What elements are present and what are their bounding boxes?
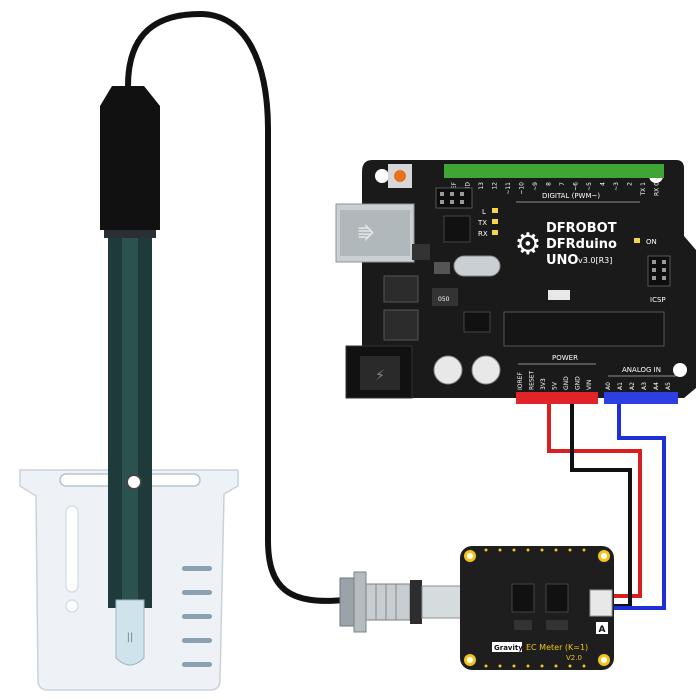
- digital-pin-label-15: RX 0: [654, 182, 661, 196]
- power-header: [516, 392, 598, 404]
- power-pin-label-6: VIN: [586, 380, 593, 390]
- analog-pin-label-0: A0: [605, 382, 612, 390]
- power-pin-label-1: RESET: [529, 370, 536, 390]
- analog-pin-label-3: A3: [641, 382, 648, 390]
- led-rx-label: RX: [478, 230, 488, 238]
- power-pin-label-4: GND: [563, 376, 570, 390]
- digital-pin-label-13: 2: [627, 182, 634, 186]
- usb-icon: ⭆: [358, 224, 374, 245]
- digital-pin-label-2: 13: [478, 182, 485, 190]
- power-pin-label-5: GND: [575, 376, 582, 390]
- digital-header: [444, 164, 664, 178]
- digital-pin-label-8: 7: [559, 182, 566, 186]
- analog-header-label: ANALOG IN: [622, 366, 661, 374]
- module-arrow: A: [599, 625, 606, 635]
- power-pin-labels: IOREF RESET 3V3 5V GND GND VIN: [517, 370, 593, 390]
- wire-blue: [612, 398, 666, 610]
- wires: [547, 398, 666, 610]
- usb-port: ⭆: [335, 203, 415, 263]
- analog-pin-label-2: A2: [629, 382, 636, 390]
- mcu-chip: [503, 311, 665, 347]
- beaker-mark-1: [182, 566, 212, 571]
- power-header-label: POWER: [552, 354, 578, 362]
- digital-pin-label-12: ~3: [613, 182, 620, 191]
- gear-logo-icon: ⚙: [515, 227, 542, 262]
- power-pin-label-2: 3V3: [540, 378, 547, 390]
- model-label: DFRduino: [546, 237, 617, 252]
- beaker-mark-5: [182, 662, 212, 667]
- analog-pin-label-4: A4: [653, 382, 660, 390]
- digital-pin-label-6: ~9: [532, 182, 539, 191]
- beaker-mark-4: [182, 638, 212, 643]
- digital-header-label: DIGITAL (PWM~): [542, 192, 600, 200]
- digital-pin-label-5: ~10: [519, 182, 526, 195]
- uno-label: UNO: [546, 253, 579, 268]
- power-pin-label-0: IOREF: [517, 372, 524, 390]
- icsp-label: ICSP: [650, 296, 666, 304]
- analog-pin-labels: A0 A1 A2 A3 A4 A5: [605, 382, 672, 390]
- crystal-label: 050: [438, 296, 450, 303]
- probe-cable: [125, 10, 348, 604]
- dc-jack: ⚡: [345, 345, 413, 399]
- brand-label: DFROBOT: [546, 221, 617, 236]
- led-l-label: L: [482, 208, 486, 216]
- power-bolt-icon: ⚡: [375, 368, 385, 384]
- digital-pin-label-7: 8: [546, 182, 553, 186]
- led-tx-label: TX: [477, 219, 487, 227]
- digital-pin-label-11: 4: [600, 182, 607, 186]
- analog-pin-label-5: A5: [665, 382, 672, 390]
- analog-header: [604, 392, 678, 404]
- digital-pin-label-9: ~6: [573, 182, 580, 191]
- module-name: EC Meter (K=1): [526, 643, 588, 652]
- icsp-header: [647, 255, 671, 287]
- analog-pin-label-1: A1: [617, 382, 624, 390]
- power-pin-label-3: 5V: [552, 381, 559, 390]
- digital-pin-label-4: ~11: [505, 182, 512, 195]
- digital-pin-label-10: ~5: [586, 182, 593, 191]
- beaker-mark-3: [182, 614, 212, 619]
- version-label: v3.0[R3]: [578, 256, 612, 265]
- bnc-connector: [339, 571, 471, 633]
- digital-pin-label-14: TX 1: [640, 182, 647, 197]
- probe-tip-marks: ||: [127, 632, 134, 643]
- beaker-mark-2: [182, 590, 212, 595]
- digital-pin-label-3: 12: [492, 182, 499, 190]
- on-label: ON: [646, 238, 657, 246]
- ec-meter-module: A Gravity EC Meter (K=1) V2.0: [460, 546, 614, 670]
- module-brand: Gravity: [494, 644, 523, 652]
- module-version: V2.0: [566, 654, 582, 662]
- ec-probe: ||: [100, 86, 160, 666]
